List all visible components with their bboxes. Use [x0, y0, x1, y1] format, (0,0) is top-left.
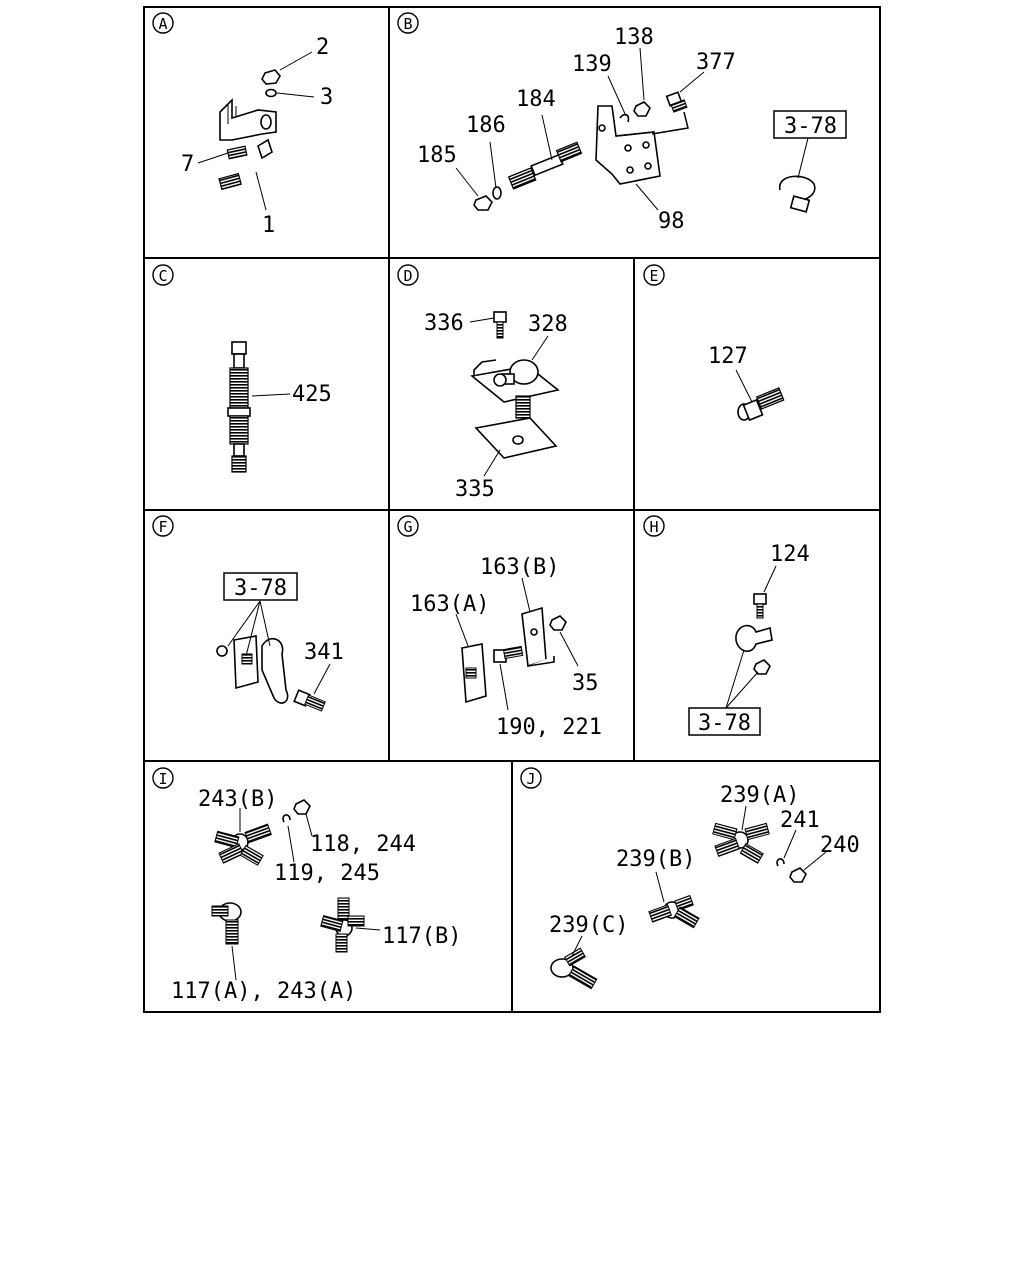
panel-a: A 2 3 7 1 [152, 12, 333, 238]
svg-text:3-78: 3-78 [234, 576, 287, 601]
panel-a-marker: A [152, 12, 174, 34]
panel-f-marker: F [152, 515, 174, 537]
boxed-reference-3-78[interactable]: 3-78 [773, 110, 847, 139]
label-part-377: 377 [696, 50, 736, 75]
bracket-connector-drawing [455, 47, 816, 213]
panel-d-marker: D [397, 264, 419, 286]
bracket-connector-plate-drawing [469, 311, 560, 477]
panel-e: E 127 [643, 264, 785, 422]
label-part-117a-243a: 117(A), 243(A) [171, 979, 356, 1004]
tee-elbow-connectors-drawing [550, 805, 827, 990]
label-part-118-244: 118, 244 [310, 832, 416, 857]
label-part-335: 335 [455, 477, 495, 502]
connector-fitting-drawing [735, 369, 785, 422]
panel-c: C 425 [152, 264, 332, 473]
svg-text:I: I [158, 770, 167, 788]
label-part-328: 328 [528, 312, 568, 337]
label-part-239b: 239(B) [616, 847, 695, 872]
label-part-425: 425 [292, 382, 332, 407]
label-part-186: 186 [466, 113, 506, 138]
panel-i: I 243(B) 118, 24 [152, 767, 461, 1004]
panel-b: B 138 [397, 12, 847, 234]
label-part-184: 184 [516, 87, 556, 112]
label-part-139: 139 [572, 52, 612, 77]
label-part-138: 138 [614, 25, 654, 50]
boxed-reference-3-78[interactable]: 3-78 [223, 572, 298, 601]
label-part-336: 336 [424, 311, 464, 336]
bracket-clip-drawing [216, 600, 331, 712]
label-part-3: 3 [320, 85, 333, 110]
label-part-119-245: 119, 245 [274, 861, 380, 886]
panel-g: G 163(B) 163(A) 35 190, 221 [397, 515, 602, 740]
label-part-35: 35 [572, 671, 599, 696]
panel-d: D 336 328 335 [397, 264, 568, 502]
label-part-241: 241 [780, 808, 820, 833]
svg-text:E: E [649, 267, 658, 285]
label-part-124: 124 [770, 542, 810, 567]
label-part-239c: 239(C) [549, 913, 628, 938]
svg-text:F: F [158, 518, 167, 536]
panel-c-marker: C [152, 264, 174, 286]
label-part-163b: 163(B) [480, 555, 559, 580]
label-part-240: 240 [820, 833, 860, 858]
label-part-7: 7 [181, 152, 194, 177]
panel-j: J 239(A) 241 240 [520, 767, 860, 990]
union-connector-drawing [227, 341, 291, 473]
label-part-1: 1 [262, 213, 275, 238]
label-part-127: 127 [708, 344, 748, 369]
boxed-reference-3-78[interactable]: 3-78 [688, 707, 761, 736]
panel-i-marker: I [152, 767, 174, 789]
brackets-bolt-drawing [455, 577, 579, 711]
panel-e-marker: E [643, 264, 665, 286]
svg-text:B: B [403, 15, 412, 33]
svg-text:G: G [403, 518, 412, 536]
panel-h: H 124 3-78 [643, 515, 810, 736]
bracket-hose-fitting-drawing [197, 51, 315, 211]
label-part-117b: 117(B) [382, 924, 461, 949]
svg-text:H: H [649, 518, 658, 536]
panel-f: F 3-78 341 [152, 515, 344, 712]
label-part-185: 185 [417, 143, 457, 168]
svg-text:A: A [158, 15, 167, 33]
label-part-341: 341 [304, 640, 344, 665]
panel-h-marker: H [643, 515, 665, 537]
svg-text:C: C [158, 267, 167, 285]
panel-j-marker: J [520, 767, 542, 789]
label-part-190-221: 190, 221 [496, 715, 602, 740]
svg-text:D: D [403, 267, 412, 285]
diagram-frame [143, 6, 881, 1013]
panel-b-marker: B [397, 12, 419, 34]
svg-text:3-78: 3-78 [784, 114, 837, 139]
label-part-163a: 163(A) [410, 592, 489, 617]
svg-text:J: J [526, 770, 535, 788]
cross-connectors-drawing [211, 799, 381, 981]
svg-text:3-78: 3-78 [698, 711, 751, 736]
label-part-2: 2 [316, 35, 329, 60]
label-part-239a: 239(A) [720, 783, 799, 808]
label-part-98: 98 [658, 209, 685, 234]
panel-g-marker: G [397, 515, 419, 537]
clip-bolt-drawing [725, 565, 777, 709]
label-part-243b: 243(B) [198, 787, 277, 812]
